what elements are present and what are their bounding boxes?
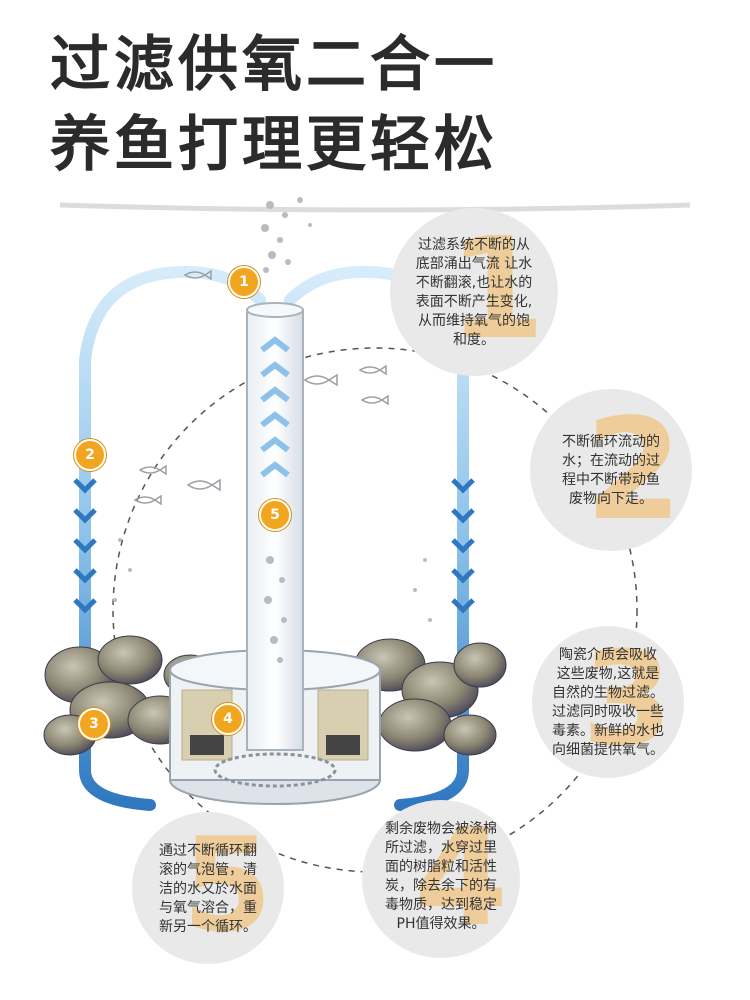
step-number-5: 5 [182, 812, 273, 961]
step-number-3: 3 [582, 626, 673, 775]
diagram-marker-5: 5 [259, 499, 291, 531]
step-number-4: 4 [414, 800, 508, 956]
step-text-4: 剩余废物会被涤棉 所过滤，水穿过里 面的树脂粒和活性 炭，除去余下的有 毒物质，… [385, 821, 497, 932]
headline-line-1: 过滤供氧二合一 [50, 30, 498, 100]
step-bubble-3: 3 陶瓷介质会吸收 这些废物,这就是 自然的生物过滤。 过滤同时吸收一些 毒素。… [532, 626, 684, 778]
diagram-marker-1: 1 [228, 266, 260, 298]
flow-loop-left [79, 265, 266, 811]
diagram-marker-3: 3 [78, 708, 110, 740]
flow-chevrons-left [73, 478, 97, 614]
water-surface [59, 202, 691, 213]
headline-line-2: 养鱼打理更轻松 [50, 110, 498, 180]
diagram-marker-2: 2 [74, 439, 106, 471]
step-text-1: 过滤系统不断的从 底部涌出气流 让水 不断翻滚,也让水的 表面不断产生变化, 从… [415, 237, 533, 348]
step-number-2: 2 [585, 389, 683, 551]
step-text-2: 不断循环流动的 水；在流动的过 程中不断带动鱼 废物向下走。 [562, 434, 660, 507]
step-text-3: 陶瓷介质会吸收 这些废物,这就是 自然的生物过滤。 过滤同时吸收一些 毒素。新鲜… [552, 647, 664, 758]
air-lift-tube [246, 302, 304, 751]
step-number-1: 1 [448, 208, 546, 371]
step-text-5: 通过不断循环翻 滚的气泡管，清 洁的水又於水面 与氧气溶合，重 新另一个循环。 [159, 843, 257, 935]
step-bubble-1: 1 过滤系统不断的从 底部涌出气流 让水 不断翻滚,也让水的 表面不断产生变化,… [390, 208, 558, 376]
step-bubble-2: 2 不断循环流动的 水；在流动的过 程中不断带动鱼 废物向下走。 [530, 389, 692, 551]
fish-icons [133, 269, 389, 506]
step-bubble-5: 5 通过不断循环翻 滚的气泡管，清 洁的水又於水面 与氧气溶合，重 新另一个循环… [132, 812, 284, 964]
step-bubble-4: 4 剩余废物会被涤棉 所过滤，水穿过里 面的树脂粒和活性 炭，除去余下的有 毒物… [362, 800, 520, 958]
flow-chevrons-right [451, 478, 475, 614]
air-bubbles [113, 197, 432, 663]
diagram-marker-4: 4 [212, 703, 244, 735]
